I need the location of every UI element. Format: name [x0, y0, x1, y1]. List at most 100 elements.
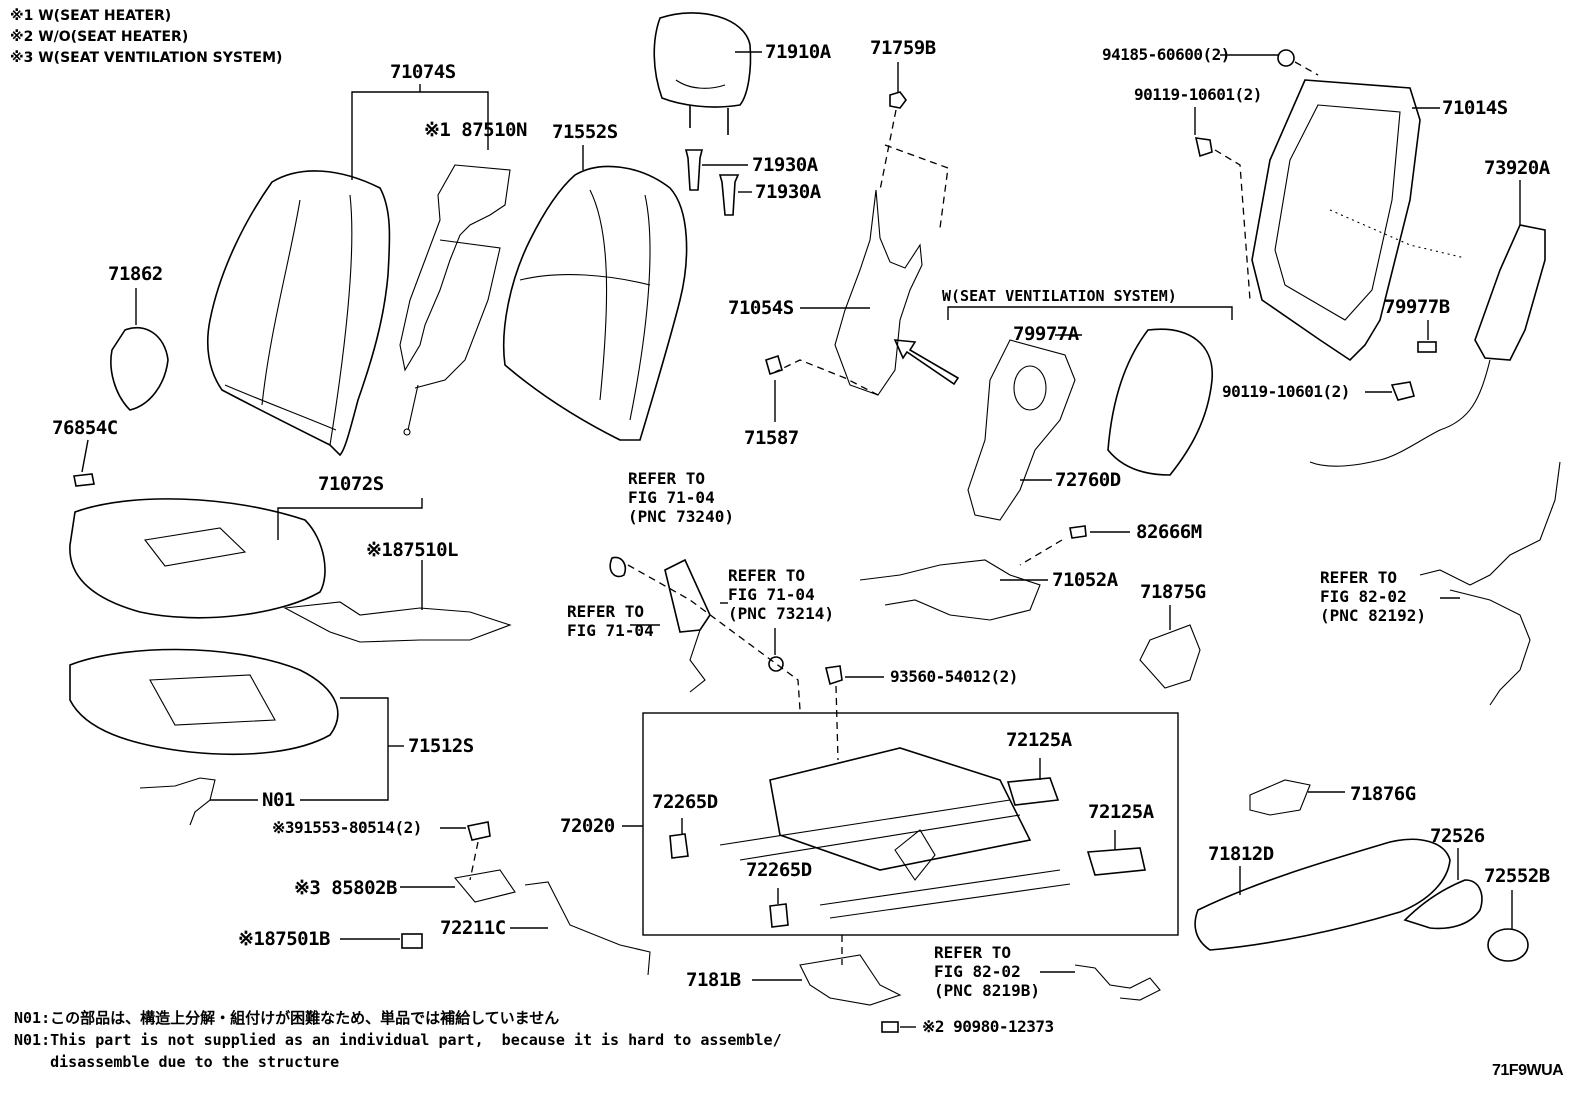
cushion-cover-detail	[144, 527, 247, 567]
clip-82666M	[1069, 525, 1087, 539]
vent-pad-shape	[1107, 328, 1213, 476]
guide-shape-1	[684, 149, 704, 191]
refer-71-04[interactable]: REFER TO FIG 71-04	[567, 602, 654, 640]
heater-back-shape	[399, 164, 511, 436]
refer-line: FIG 71-04	[628, 488, 715, 507]
part-76854C[interactable]: 76854C	[52, 417, 118, 439]
part-72265D-2[interactable]: 72265D	[746, 859, 812, 881]
part-79977A[interactable]: 79977A	[1013, 323, 1079, 345]
part-7181B[interactable]: 7181B	[686, 969, 741, 991]
part-90119-10601-bottom[interactable]: 90119-10601(2)	[1222, 382, 1350, 401]
harness-71052A	[859, 559, 1041, 621]
part-72552B[interactable]: 72552B	[1484, 865, 1550, 887]
part-90119-10601-top[interactable]: 90119-10601(2)	[1134, 85, 1262, 104]
seat-track-shape	[719, 747, 1071, 919]
knob-73214	[768, 656, 784, 672]
cover-72265D-2	[769, 903, 789, 928]
part-82666M[interactable]: 82666M	[1136, 521, 1202, 543]
refer-line: (PNC 82192)	[1320, 606, 1426, 625]
part-87510N[interactable]: ※1 87510N	[424, 119, 527, 141]
note-en-2: disassemble due to the structure	[14, 1053, 340, 1071]
clip-71587	[765, 354, 783, 376]
part-71759B[interactable]: 71759B	[870, 37, 936, 59]
part-94185-60600[interactable]: 94185-60600(2)	[1102, 45, 1230, 64]
part-71052A[interactable]: 71052A	[1052, 569, 1118, 591]
direction-arrow	[893, 339, 960, 386]
side-shield-shape	[1194, 838, 1451, 951]
part-87510L[interactable]: ※187510L	[366, 539, 459, 561]
part-71930A-2[interactable]: 71930A	[755, 181, 821, 203]
rod-72211C	[524, 881, 651, 976]
refer-82192[interactable]: REFER TO FIG 82-02 (PNC 82192)	[1320, 568, 1426, 625]
part-71587[interactable]: 71587	[744, 427, 799, 449]
part-79977B[interactable]: 79977B	[1384, 296, 1450, 318]
legend: ※1 W(SEAT HEATER) ※2 W/O(SEAT HEATER) ※3…	[10, 6, 282, 69]
part-85802B[interactable]: ※3 85802B	[294, 877, 397, 899]
part-93560-54012[interactable]: 93560-54012(2)	[890, 667, 1018, 686]
heater-cushion-shape	[283, 601, 512, 643]
note-en-1: N01:This part is not supplied as an indi…	[14, 1031, 782, 1049]
refer-line: REFER TO	[567, 602, 645, 621]
label-79977B-shape	[1417, 341, 1437, 353]
part-90980-12373[interactable]: ※2 90980-12373	[922, 1017, 1054, 1036]
refer-73214[interactable]: REFER TO FIG 71-04 (PNC 73214)	[728, 566, 834, 623]
part-71875G[interactable]: 71875G	[1140, 581, 1206, 603]
headrest-shape	[653, 12, 752, 135]
part-72020[interactable]: 72020	[560, 815, 615, 837]
refer-73240[interactable]: REFER TO FIG 71-04 (PNC 73240)	[628, 469, 734, 526]
refer-line: (PNC 73240)	[628, 507, 734, 526]
part-71552S[interactable]: 71552S	[552, 121, 618, 143]
motor-72125A-2	[1086, 847, 1146, 876]
part-72526[interactable]: 72526	[1430, 825, 1485, 847]
part-72125A-2[interactable]: 72125A	[1088, 801, 1154, 823]
part-71862[interactable]: 71862	[108, 263, 163, 285]
bracket-71876G	[1249, 779, 1311, 816]
wire-8219B-shape	[1074, 964, 1161, 1001]
part-87501B[interactable]: ※187501B	[238, 928, 331, 950]
part-71074S[interactable]: 71074S	[390, 61, 456, 83]
refer-line: (PNC 73214)	[728, 604, 834, 623]
part-71512S[interactable]: 71512S	[408, 735, 474, 757]
note-jp: N01:この部品は、構造上分解・組付けが困難なため、単品では補給していません	[14, 1009, 560, 1027]
clip-76854C	[73, 473, 95, 487]
part-71812D[interactable]: 71812D	[1208, 843, 1274, 865]
part-71930A-1[interactable]: 71930A	[752, 154, 818, 176]
refer-8219B[interactable]: REFER TO FIG 82-02 (PNC 8219B)	[934, 943, 1040, 1000]
part-73920A[interactable]: 73920A	[1484, 157, 1550, 179]
seatback-pad-shape	[502, 165, 688, 441]
part-71054S[interactable]: 71054S	[728, 297, 794, 319]
bolt-91553	[466, 821, 491, 841]
refer-line: FIG 82-02	[934, 962, 1021, 981]
part-72760D[interactable]: 72760D	[1055, 469, 1121, 491]
switch-73240	[664, 558, 711, 633]
bolt-90119-top	[1194, 137, 1213, 158]
part-72265D-1[interactable]: 72265D	[652, 791, 718, 813]
refer-line: REFER TO	[1320, 568, 1398, 587]
seatback-frame-shape	[1251, 79, 1466, 362]
cover-72265D-1	[669, 833, 689, 859]
side-cover-shape	[110, 326, 169, 411]
legend-item: ※2 W/O(SEAT HEATER)	[10, 29, 189, 45]
wire-82192-shape	[1419, 461, 1561, 586]
part-72211C[interactable]: 72211C	[440, 917, 506, 939]
vent-blower-shape	[967, 339, 1076, 521]
part-71014S[interactable]: 71014S	[1442, 97, 1508, 119]
diagram-code: 71F9WUA	[1492, 1062, 1564, 1079]
leader-lines	[81, 51, 1521, 1028]
part-71876G[interactable]: 71876G	[1350, 783, 1416, 805]
part-N01[interactable]: N01	[262, 789, 295, 811]
refer-line: REFER TO	[728, 566, 806, 585]
side-airbag-shape	[1309, 224, 1546, 467]
part-72125A-1[interactable]: 72125A	[1006, 729, 1072, 751]
connector-90980	[881, 1021, 899, 1033]
part-71072S[interactable]: 71072S	[318, 473, 384, 495]
motor-72125A-1	[1006, 777, 1060, 806]
part-71910A[interactable]: 71910A	[765, 41, 831, 63]
cushion-cover-shape	[69, 498, 326, 619]
dash-94185	[1294, 61, 1319, 76]
part-91553-80514[interactable]: ※391553-80514(2)	[272, 818, 422, 837]
cushion-pad-detail	[149, 674, 276, 726]
refer-line: FIG 71-04	[728, 585, 815, 604]
bracket-7181B	[799, 954, 902, 1006]
